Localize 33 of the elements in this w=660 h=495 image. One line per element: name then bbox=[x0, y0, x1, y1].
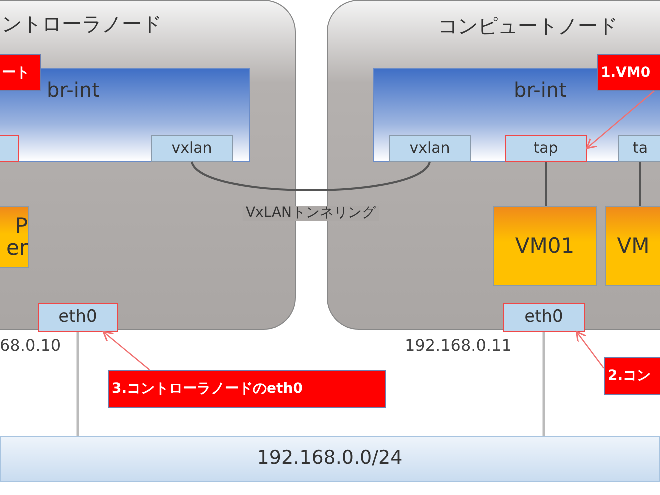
port-box: ta bbox=[618, 135, 660, 162]
vm-box: VM bbox=[605, 206, 660, 286]
edge-label: VxLANトンネリング bbox=[242, 206, 380, 222]
network-link bbox=[76, 332, 80, 436]
bridge-box bbox=[0, 68, 250, 162]
network-link bbox=[542, 332, 546, 436]
bridge-label: br-int bbox=[514, 79, 567, 101]
tunnel-line bbox=[191, 161, 431, 192]
callout-label: 1.VM0 bbox=[597, 54, 660, 91]
ip-address-label: 68.0.10 bbox=[0, 337, 62, 355]
port-box: eth0 bbox=[503, 303, 585, 332]
node-title: コンピュートノード bbox=[438, 15, 618, 37]
port-box: vxlan bbox=[151, 135, 233, 162]
bridge-label: br-int bbox=[47, 79, 100, 101]
port-box: vxlan bbox=[389, 135, 471, 162]
callout-label: 2.コン bbox=[604, 357, 660, 395]
node-title: ントローラノード bbox=[2, 13, 162, 35]
bridge-box bbox=[373, 68, 660, 162]
callout-label: 3.コントローラノードのeth0 bbox=[108, 370, 386, 408]
server-node-box bbox=[0, 0, 296, 330]
callout-arrow bbox=[586, 90, 655, 150]
callout-arrow bbox=[576, 331, 604, 369]
network-bar: 192.168.0.0/24 bbox=[0, 436, 660, 482]
port-box bbox=[0, 135, 19, 162]
port-box: tap bbox=[505, 135, 587, 162]
callout-arrow bbox=[102, 331, 150, 370]
ip-address-label: 192.168.0.11 bbox=[405, 337, 512, 355]
connector-line bbox=[545, 162, 547, 206]
port-box: eth0 bbox=[38, 303, 118, 332]
callout-label: ート bbox=[0, 54, 41, 91]
connector-line bbox=[639, 162, 641, 206]
vm-box: VM01 bbox=[493, 206, 597, 286]
vm-box: P er bbox=[0, 206, 29, 268]
